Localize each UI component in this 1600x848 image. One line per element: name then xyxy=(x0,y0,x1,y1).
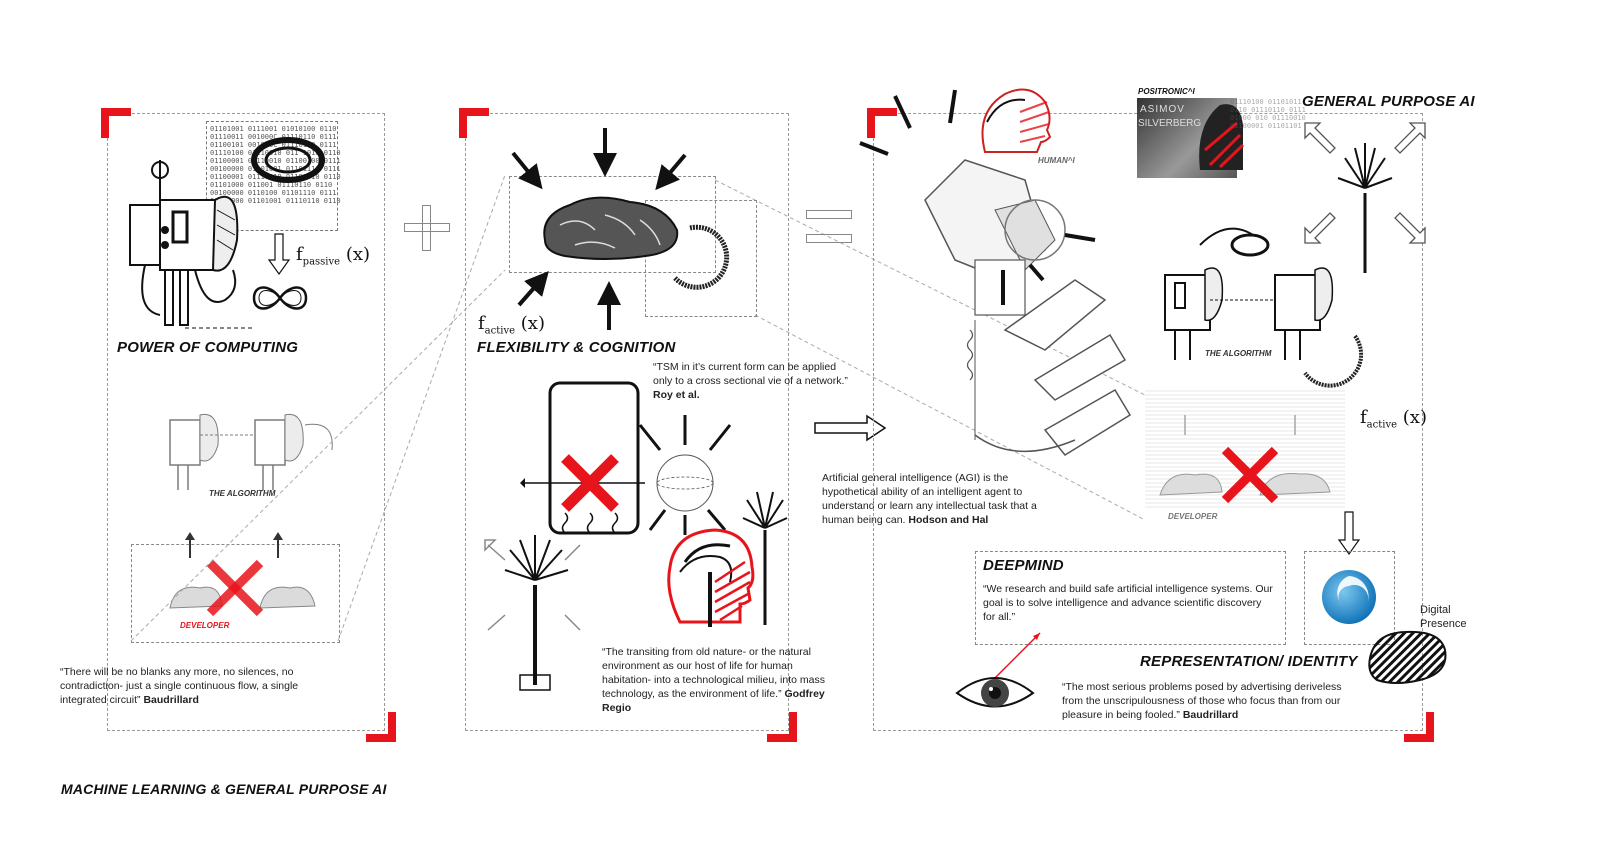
baudrillard-quote-1: “There will be no blanks any more, no si… xyxy=(60,666,299,706)
equals-operator xyxy=(806,210,852,246)
panel2-corner-top-left xyxy=(459,108,489,138)
f-active-label-panel3: factive (x) xyxy=(1360,407,1427,431)
panel1-corner-top-left xyxy=(101,108,131,138)
plus-operator xyxy=(404,205,450,251)
human-label: HUMAN^I xyxy=(1038,156,1075,165)
binary-code-box xyxy=(206,121,338,231)
agi-definition-text: Artificial general intelligence (AGI) is… xyxy=(822,472,1037,526)
footer-title: MACHINE LEARNING & GENERAL PURPOSE AI xyxy=(61,781,387,797)
deepmind-title: DEEPMIND xyxy=(983,557,1064,574)
algorithm-label-small: THE ALGORITHM xyxy=(209,489,276,498)
roy-quote: “TSM in it’s current form can be applied… xyxy=(653,361,848,401)
algorithm-machine-illustration xyxy=(1164,227,1334,360)
f-active-label-panel2: factive (x) xyxy=(478,313,545,337)
developer-label-right: DEVELOPER xyxy=(1168,512,1218,521)
ring-box xyxy=(645,200,757,317)
brain-scribble-illustration xyxy=(251,137,325,183)
positronic-binary: 01110100 01101011 0110 01110110 0111 010… xyxy=(1230,98,1306,130)
digital-presence-label: Digital Presence xyxy=(1420,604,1467,630)
human-head-profile-illustration xyxy=(667,528,755,627)
panel1-corner-bottom-right xyxy=(366,712,396,742)
logo-box xyxy=(1304,551,1395,645)
panel2-corner-bottom-right xyxy=(767,712,797,742)
baudrillard-quote-2: “The most serious problems posed by adve… xyxy=(1062,681,1342,721)
down-arrow-to-logo xyxy=(1337,511,1361,556)
f-passive-label: fpassive (x) xyxy=(296,244,371,268)
palm-tree-with-arrows xyxy=(1304,122,1426,273)
central-machine-illustration xyxy=(924,159,1132,456)
deepmind-quote: “We research and build safe artificial i… xyxy=(983,583,1273,623)
phone-illustration xyxy=(520,381,645,535)
inward-arrows xyxy=(511,128,687,330)
positronic-text-1: ASIMOV xyxy=(1140,104,1185,115)
human-head-red-illustration xyxy=(981,88,1052,153)
panel3-corner-top-left xyxy=(867,108,897,138)
heading-power-of-computing: POWER OF COMPUTING xyxy=(117,339,299,356)
down-arrow-icon xyxy=(267,233,291,276)
godfrey-regio-quote: “The transiting from old nature- or the … xyxy=(602,646,825,714)
ring-illustration xyxy=(673,224,730,290)
developer-box xyxy=(131,544,340,643)
arrows-into-human xyxy=(859,89,957,156)
positronic-label: POSITRONIC^I xyxy=(1138,87,1195,96)
sphere-with-arrows-icon xyxy=(638,415,732,535)
palm-tree-illustration-2 xyxy=(742,491,788,625)
developer-label-small: DEVELOPER xyxy=(180,621,230,630)
robot-machine-illustration xyxy=(129,160,255,329)
panel-flexibility-cognition xyxy=(465,113,789,731)
heading-general-purpose-ai: GENERAL PURPOSE AI xyxy=(1302,93,1475,110)
deepmind-box xyxy=(975,551,1286,645)
curved-arrow-icon xyxy=(1303,334,1364,388)
heading-representation-identity: REPRESENTATION/ IDENTITY xyxy=(1140,653,1358,670)
eye-icon xyxy=(955,632,1041,708)
panel3-corner-bottom-right xyxy=(1404,712,1434,742)
infinity-icon xyxy=(252,286,308,310)
panel-power-of-computing xyxy=(107,113,385,731)
heading-flexibility-cognition: FLEXIBILITY & COGNITION xyxy=(477,339,676,356)
deepmind-logo-icon xyxy=(1322,570,1376,624)
positronic-head-stripes xyxy=(1199,104,1245,170)
rock-brain-illustration xyxy=(543,196,679,260)
positronic-text-2: SILVERBERG xyxy=(1138,118,1202,129)
developer-illustration xyxy=(169,532,316,617)
small-algorithm-illustration xyxy=(169,413,333,490)
developer-illustration-right xyxy=(1159,415,1331,504)
algorithm-label-right: THE ALGORITHM xyxy=(1205,349,1272,358)
palm-tree-illustration xyxy=(484,535,581,691)
digital-presence-blob-icon xyxy=(1368,630,1447,684)
right-arrow-icon xyxy=(814,414,887,442)
